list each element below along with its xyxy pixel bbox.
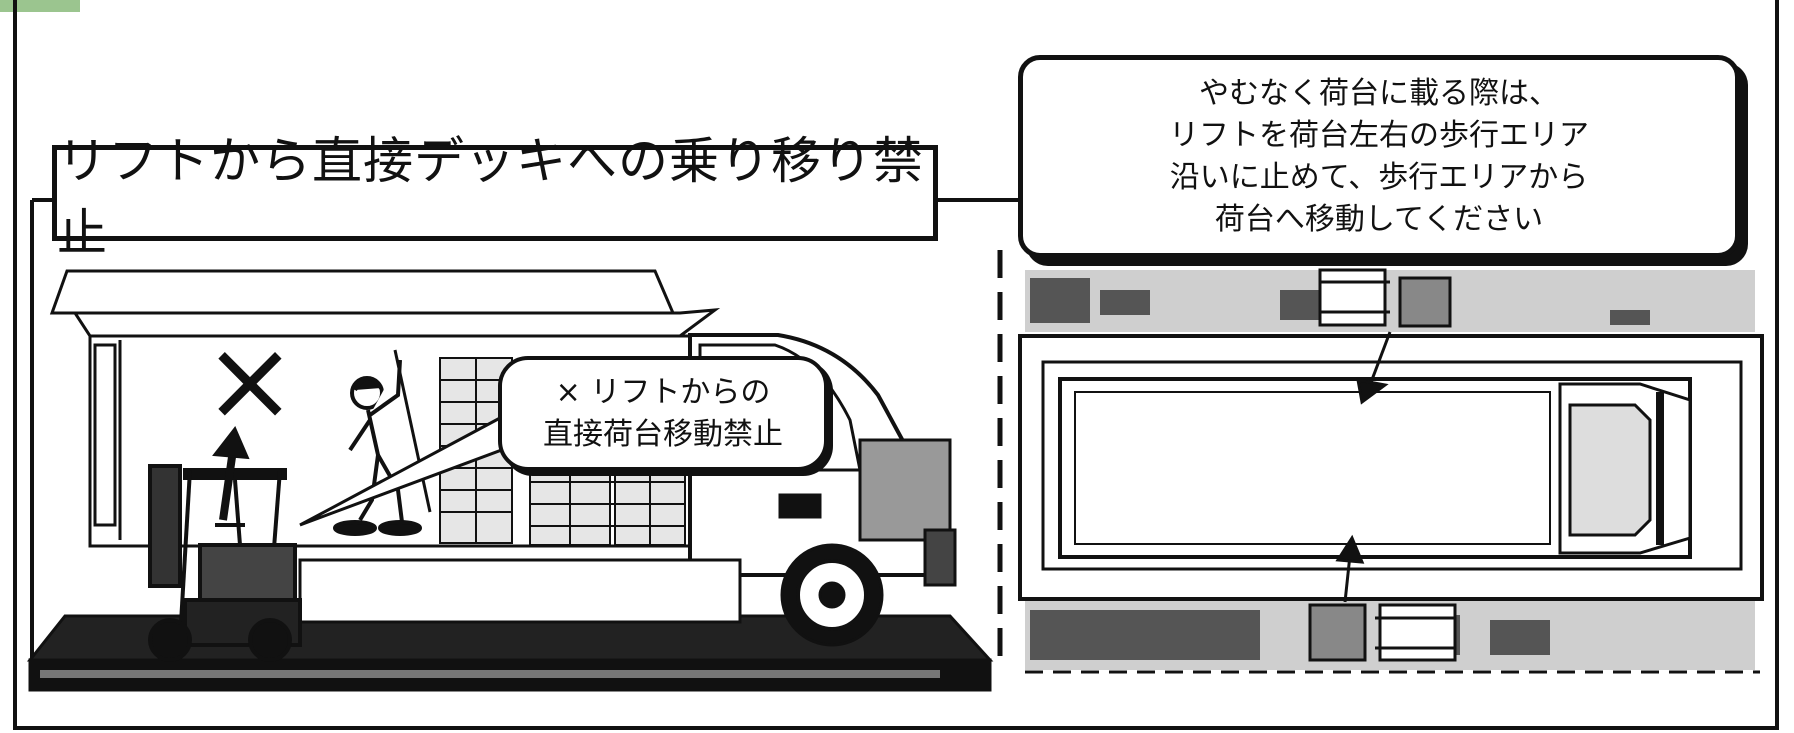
note-line-1: やむなく荷台に載る際は、 [1199, 75, 1559, 111]
note-line-4: 荷台へ移動してください [1214, 201, 1544, 237]
forklift-top-lower [1308, 603, 1457, 662]
forklift-top-upper [1318, 268, 1452, 328]
roof-canopy [49, 269, 676, 315]
note-line-3: 沿いに止めて、歩行エリアから [1169, 159, 1589, 195]
top-view [997, 250, 1764, 674]
bubble-line-2: 直接荷台移動禁止 [543, 416, 783, 452]
move-arrows [1335, 331, 1392, 603]
prohibited-x-mark: × [203, 316, 297, 446]
warning-bubble: × リフトからの 直接荷台移動禁止 [498, 356, 828, 471]
forbidden-arrow [212, 426, 250, 521]
page-title: リフトから直接デッキへの乗り移り禁止 [52, 132, 938, 262]
forklift [148, 464, 302, 662]
note-line-2: リフトを荷台左右の歩行エリア [1169, 117, 1589, 153]
outer-frame [13, 0, 1779, 730]
instruction-note: やむなく荷台に載る際は、 リフトを荷台左右の歩行エリア 沿いに止めて、歩行エリア… [1018, 55, 1740, 258]
bubble-line-1: × リフトからの [555, 374, 771, 410]
corner-tab [0, 0, 80, 12]
left-scene [26, 198, 1020, 692]
